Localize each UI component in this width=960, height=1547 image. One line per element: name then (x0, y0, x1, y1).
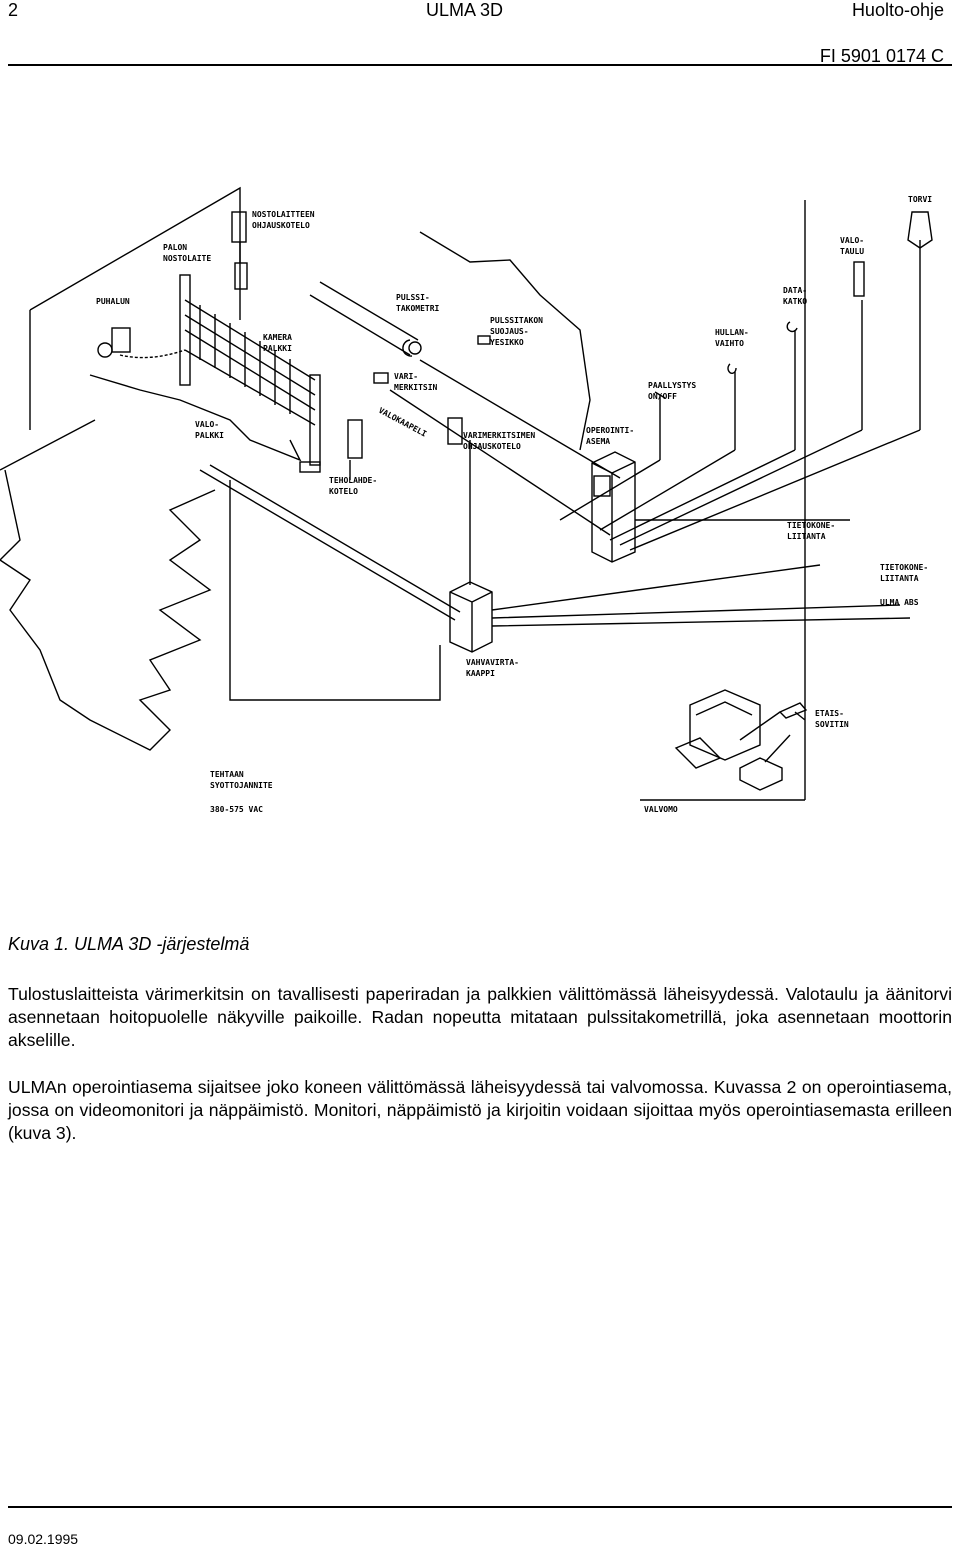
paper-roll (309, 281, 419, 357)
hoist-control-box (231, 211, 247, 243)
paragraph-2: ULMAn operointiasema sijaitsee joko kone… (8, 1077, 952, 1143)
label-ulma-abs: ULMA ABS (880, 598, 919, 607)
floor-patch (89, 374, 302, 462)
label-operator-station-2: ASEMA (586, 437, 610, 446)
label-light-panel-2: TAULU (840, 247, 864, 256)
label-computer-interface-1b: LIITANTA (787, 532, 826, 541)
power-supply-box (347, 419, 363, 459)
document-type: Huolto-ohje (851, 0, 944, 20)
floor-edge (0, 419, 96, 471)
label-power-supply: TEHOLAHDE- (329, 476, 377, 485)
label-computer-interface-2b: LIITANTA (880, 574, 919, 583)
beam-segments (199, 305, 291, 414)
figure-caption: Kuva 1. ULMA 3D -järjestelmä (8, 934, 250, 954)
label-marker-control-2: OHJAUSKOTELO (463, 442, 521, 451)
label-light-panel: VALO- (840, 236, 864, 245)
label-factory-supply: TEHTAAN (210, 770, 244, 779)
label-power-cabinet: VAHVAVIRTA- (466, 658, 519, 667)
label-hullan-2: VAIHTO (715, 339, 744, 348)
wall-left-line (29, 186, 241, 320)
label-data-break-2: KATKO (783, 297, 807, 306)
gantry-post-right (309, 374, 321, 466)
label-blower: PUHALUN (96, 297, 130, 306)
document-title: ULMA 3D (426, 0, 504, 20)
label-hoist: PALON (163, 243, 187, 252)
monitor (689, 689, 761, 761)
remote-adapter (778, 702, 808, 719)
paper-web-edge (419, 231, 591, 451)
control-room-wall (640, 200, 806, 801)
device-cables (739, 711, 791, 763)
label-factory-supply-2: SYOTTOJANNITE (210, 781, 273, 790)
label-camera-beam-2: PALKKI (263, 344, 292, 353)
label-tacho-guard: PULSSITAKON (490, 316, 543, 325)
keyboard (674, 737, 722, 769)
label-coating: PAALLYSTYS (648, 381, 696, 390)
horn (907, 211, 933, 249)
label-remote-adapter-2: SOVITIN (815, 720, 849, 729)
gantry-foot (299, 461, 321, 473)
label-operator-station: OPEROINTI- (586, 426, 634, 435)
paragraph-1: Tulostuslaitteista värimerkitsin on tava… (8, 984, 952, 1050)
blower-fan (97, 342, 113, 358)
light-panel (853, 261, 865, 297)
label-control-room: VALVOMO (644, 805, 678, 814)
label-tacho-guard-3: YESIKKO (490, 338, 524, 347)
label-coating-2: ON/OFF (648, 392, 677, 401)
label-light-beam-2: PALKKI (195, 431, 224, 440)
header-rule (8, 64, 952, 66)
page-number: 2 (8, 0, 19, 20)
signal-cable-runs (559, 429, 921, 551)
cable-runs (199, 359, 621, 701)
camera-beam (184, 299, 316, 426)
label-remote-adapter: ETAIS- (815, 709, 844, 718)
label-hoist-control: NOSTOLAITTEEN (252, 210, 315, 219)
blower-body (111, 327, 131, 353)
document-code: FI 5901 0174 C (819, 46, 944, 66)
label-horn: TORVI (908, 195, 932, 204)
label-computer-interface-2: TIETOKONE- (880, 563, 928, 572)
footer-rule (8, 1506, 952, 1508)
label-hoist-control-2: OHJAUSKOTELO (252, 221, 310, 230)
printer (739, 757, 783, 791)
label-tacho-guard-2: SUOJAUS- (490, 327, 529, 336)
label-computer-interface-1: TIETOKONE- (787, 521, 835, 530)
color-marker (373, 372, 389, 384)
coating-switch (654, 391, 666, 399)
blower-hose (119, 349, 186, 359)
label-hullan: HULLAN- (715, 328, 749, 337)
operator-screen (593, 475, 611, 497)
tacho-guard (477, 335, 491, 345)
label-power-supply-2: KOTELO (329, 487, 358, 496)
footer-date: 09.02.1995 (8, 1531, 79, 1547)
label-data-break: DATA- (783, 286, 807, 295)
pulse-tacho (408, 341, 422, 355)
label-camera-beam: KAMERA (263, 333, 292, 342)
power-cabinet (449, 581, 493, 653)
signal-cables (491, 240, 921, 627)
marker-control-box (447, 417, 463, 445)
label-pulse-tacho-2: TAKOMETRI (396, 304, 440, 313)
label-voltage: 380-575 VAC (210, 805, 263, 814)
hoist-device (234, 262, 248, 290)
label-marker-control: VARIMERKITSIMEN (463, 431, 535, 440)
label-hoist-2: NOSTOLAITE (163, 254, 211, 263)
system-diagram: PUHALUN PALON NOSTOLAITE NOSTOLAITTEEN O… (0, 186, 933, 814)
gantry-post-left (179, 274, 191, 386)
label-pulse-tacho: PULSSI- (396, 293, 430, 302)
label-color-marker-2: MERKITSIN (394, 383, 438, 392)
label-light-beam: VALO- (195, 420, 219, 429)
label-power-cabinet-2: KAAPPI (466, 669, 495, 678)
floor-surface-left (0, 469, 216, 751)
alarm-lamps (727, 321, 798, 374)
label-color-marker: VARI- (394, 372, 418, 381)
operator-station (591, 451, 636, 563)
